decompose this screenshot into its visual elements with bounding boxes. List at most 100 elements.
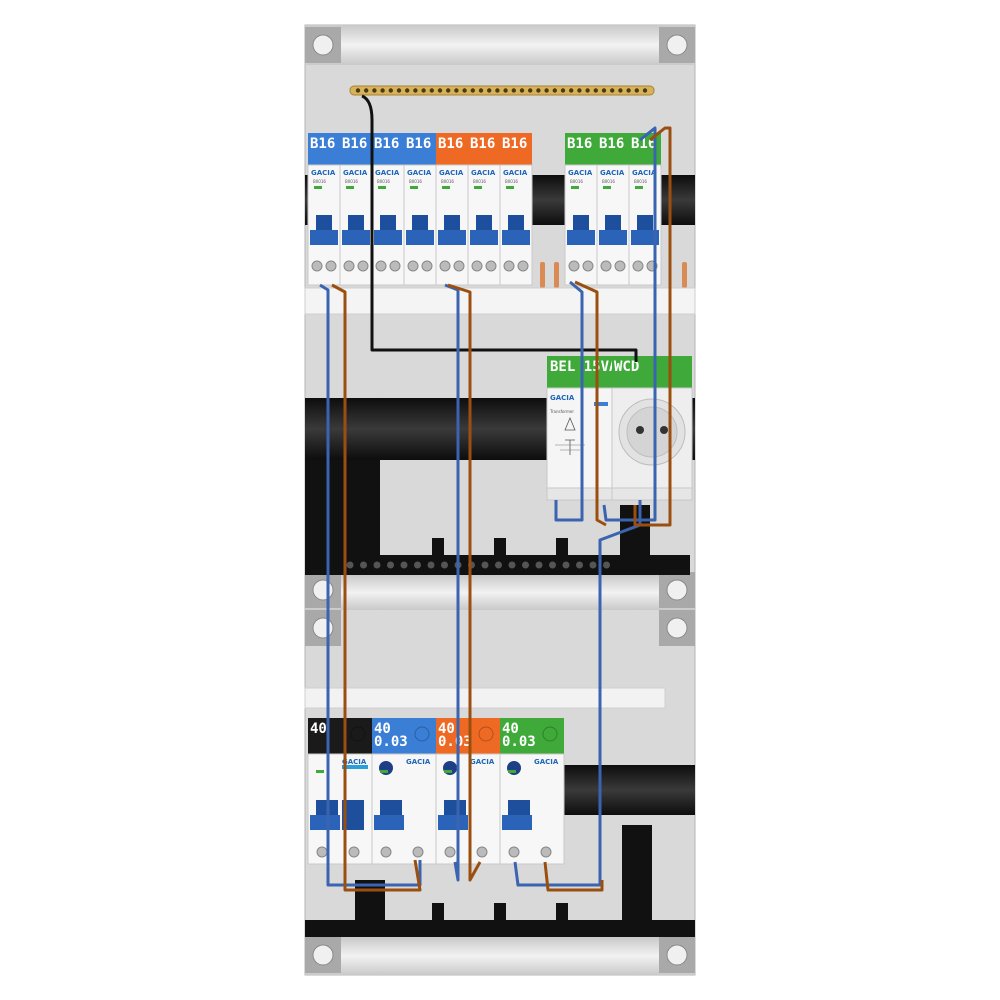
breaker-brand: GACIA bbox=[343, 169, 368, 177]
busbar-screw bbox=[421, 88, 426, 93]
breaker-brand: GACIA bbox=[632, 169, 657, 177]
breaker-brand: GACIA bbox=[600, 169, 625, 177]
transformer-label: BEL 15VA bbox=[550, 359, 618, 375]
terminal-screw bbox=[600, 260, 612, 272]
transformer-brand: GACIA bbox=[550, 394, 575, 402]
mount-bracket bbox=[305, 27, 341, 63]
device-sensitivity: 0.03 bbox=[438, 734, 472, 750]
breaker-brand: GACIA bbox=[375, 169, 400, 177]
breaker-brand: GACIA bbox=[568, 169, 593, 177]
busbar-screw bbox=[372, 88, 377, 93]
mount-bracket bbox=[659, 610, 695, 646]
busbar-screw bbox=[405, 88, 410, 93]
wire-blue bbox=[513, 500, 642, 887]
busbar-screw bbox=[487, 88, 492, 93]
comb-busbar-tab bbox=[682, 262, 687, 288]
mount-bracket bbox=[659, 572, 695, 608]
comb-busbar-tab bbox=[554, 262, 559, 288]
terminal-screw bbox=[325, 260, 337, 272]
breaker-brand: GACIA bbox=[503, 169, 528, 177]
device-sensitivity: 0.03 bbox=[374, 734, 408, 750]
busbar-screw bbox=[470, 88, 475, 93]
busbar-screw bbox=[634, 88, 639, 93]
busbar-screw bbox=[519, 88, 525, 93]
neutral-bar-screw bbox=[427, 561, 435, 569]
device-brand: GACIA bbox=[406, 758, 431, 766]
terminal-screw bbox=[343, 260, 355, 272]
busbar-screw bbox=[642, 88, 648, 93]
neutral-bar-screw bbox=[549, 561, 556, 569]
neutral-bar-screw bbox=[562, 561, 570, 569]
neutral-busbar bbox=[349, 85, 655, 96]
socket-pin-hole bbox=[660, 426, 668, 434]
breaker-brand: GACIA bbox=[439, 169, 464, 177]
busbar-screw bbox=[495, 88, 500, 93]
breaker-label: B16 bbox=[502, 136, 527, 152]
breaker-label: B16 bbox=[438, 136, 463, 152]
terminal-screw bbox=[471, 260, 483, 272]
breaker-model: B0016 bbox=[441, 179, 454, 184]
neutral-bar-screw bbox=[387, 561, 394, 569]
breaker-brand: GACIA bbox=[471, 169, 496, 177]
busbar-screw bbox=[610, 88, 615, 93]
busbar-screw bbox=[528, 88, 533, 93]
breaker-label: B16 bbox=[310, 136, 335, 152]
socket-module[interactable]: WCD bbox=[611, 356, 693, 501]
wire-black bbox=[361, 94, 638, 362]
terminal-screw bbox=[476, 846, 488, 858]
neutral-bar-screw bbox=[400, 561, 408, 569]
comb-busbar-tab bbox=[540, 262, 545, 288]
neutral-bar-screw bbox=[508, 561, 516, 569]
terminal-screw bbox=[421, 260, 433, 272]
busbar-screw bbox=[626, 88, 631, 93]
busbar-screw bbox=[429, 88, 434, 93]
terminal-screw bbox=[439, 260, 451, 272]
wire-brown bbox=[633, 126, 672, 527]
terminal-screw bbox=[517, 260, 529, 272]
terminal-screw bbox=[453, 260, 465, 272]
breaker-brand: GACIA bbox=[311, 169, 336, 177]
breaker-model: B0016 bbox=[313, 179, 326, 184]
busbar-screw bbox=[446, 88, 451, 93]
mount-bracket bbox=[659, 27, 695, 63]
breaker-label: B16 bbox=[374, 136, 399, 152]
mounting-brackets bbox=[305, 27, 695, 973]
busbar-screw bbox=[380, 88, 385, 93]
busbar-screw bbox=[552, 88, 557, 93]
busbar-screw bbox=[503, 88, 508, 93]
busbar-screw bbox=[577, 88, 582, 93]
socket-label: WCD bbox=[614, 359, 639, 375]
mount-bracket bbox=[305, 937, 341, 973]
wire-blue bbox=[602, 126, 657, 522]
neutral-bar-screw bbox=[346, 561, 354, 569]
busbar-screw bbox=[585, 88, 590, 93]
terminal-screw bbox=[407, 260, 419, 272]
wire-brown bbox=[543, 861, 604, 892]
device-rating: 40 bbox=[438, 721, 455, 737]
breaker-model: B0016 bbox=[505, 179, 518, 184]
terminal-screw bbox=[357, 260, 369, 272]
busbar-screw bbox=[437, 88, 443, 93]
busbar-screw bbox=[601, 88, 607, 93]
terminal-screw bbox=[412, 846, 424, 858]
busbar-screw bbox=[355, 88, 361, 93]
breaker-label: B16 bbox=[599, 136, 624, 152]
device-rating: 40 bbox=[374, 721, 391, 737]
neutral-bar-screw bbox=[414, 561, 421, 569]
breaker-model: B0016 bbox=[345, 179, 358, 184]
breaker-model: B0016 bbox=[377, 179, 390, 184]
